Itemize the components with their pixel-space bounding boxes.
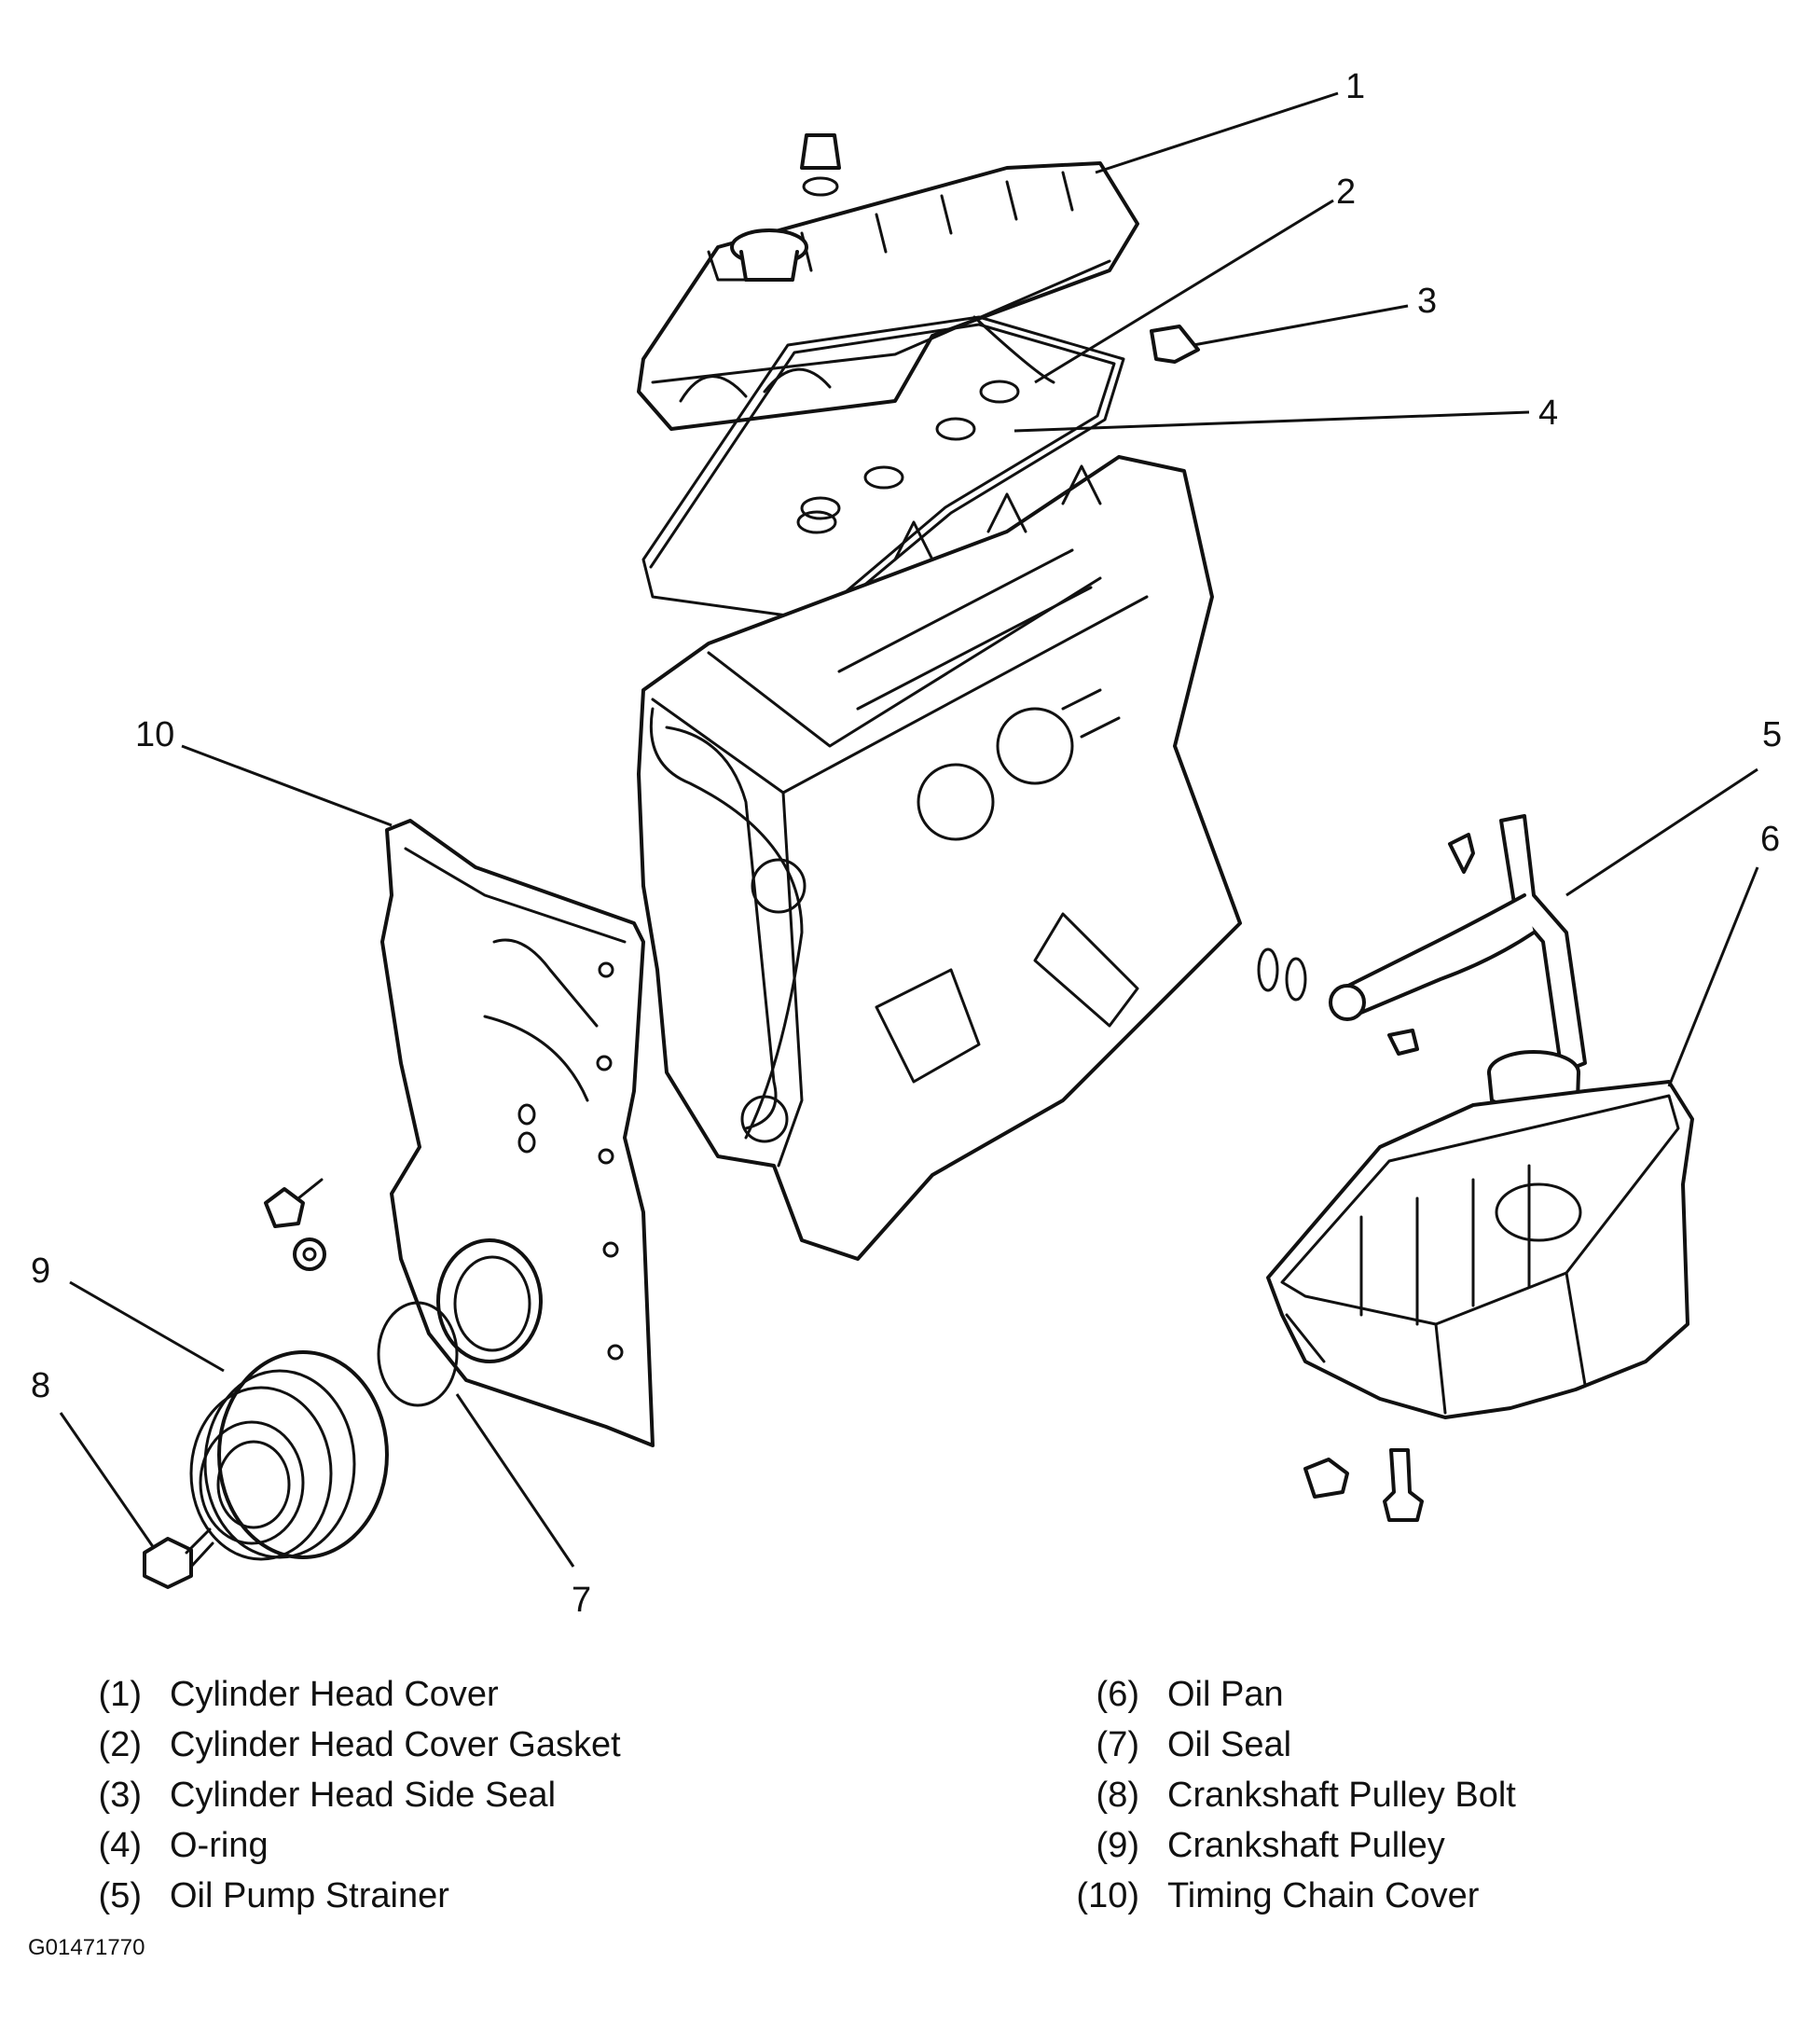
legend-number: (7) [1096,1724,1139,1764]
legend-item: (9) Crankshaft Pulley [1054,1820,1516,1871]
legend-item: (7) Oil Seal [1054,1720,1516,1770]
legend-number: (6) [1096,1674,1139,1714]
crankshaft-pulley-bolt [143,1527,214,1589]
legend-label: Crankshaft Pulley [1167,1825,1445,1865]
legend-number: (8) [1096,1775,1139,1815]
legend-number: (2) [98,1724,142,1764]
legend-item: (5) Oil Pump Strainer [56,1871,621,1921]
legend-item: (6) Oil Pan [1054,1669,1516,1720]
legend-label: Oil Seal [1167,1724,1292,1764]
callout-1: 1 [1345,67,1365,106]
legend-column-left: (1) Cylinder Head Cover (2) Cylinder Hea… [56,1669,621,1921]
legend-label: Cylinder Head Cover Gasket [170,1724,621,1764]
oil-pan [1266,1080,1694,1419]
timing-chain-cover [380,819,655,1447]
legend-label: Cylinder Head Side Seal [170,1775,557,1815]
legend-number: (3) [98,1775,142,1815]
callout-6: 6 [1760,820,1780,859]
oil-seal [377,1301,459,1407]
legend-item: (2) Cylinder Head Cover Gasket [56,1720,621,1770]
leader-lines [59,91,1759,1568]
parts-legend: (1) Cylinder Head Cover (2) Cylinder Hea… [0,1669,1820,1915]
legend-column-right: (6) Oil Pan (7) Oil Seal (8) Crankshaft … [1054,1669,1516,1921]
legend-label: Cylinder Head Cover [170,1674,499,1714]
cylinder-head-cover-gasket [641,315,1125,622]
legend-number: (5) [98,1875,142,1915]
legend-item: (3) Cylinder Head Side Seal [56,1770,621,1820]
legend-label: O-ring [170,1825,269,1865]
crankshaft-pulley [189,1350,389,1561]
cylinder-head-side-seal [1150,325,1200,364]
legend-item: (1) Cylinder Head Cover [56,1669,621,1720]
legend-item: (8) Crankshaft Pulley Bolt [1054,1770,1516,1820]
oil-pump-strainer [1329,814,1587,1114]
callout-9: 9 [31,1251,50,1291]
legend-number: (1) [98,1674,142,1714]
strainer-o-rings [1257,947,1307,1002]
o-rings [796,380,1020,534]
legend-item: (10) Timing Chain Cover [1054,1871,1516,1921]
exploded-engine-diagram: 1 2 3 4 5 6 7 8 9 10 [31,67,1782,1620]
callout-7: 7 [572,1581,591,1620]
callout-3: 3 [1417,282,1437,321]
callout-4: 4 [1538,394,1558,433]
legend-label: Crankshaft Pulley Bolt [1167,1775,1516,1815]
legend-item: (4) O-ring [56,1820,621,1871]
drain-plug [1303,1448,1424,1522]
engine-block [637,455,1242,1261]
figure-id: G01471770 [28,1935,145,1960]
callout-numbers: 1 2 3 4 5 6 7 8 9 10 [31,67,1782,1620]
callout-10: 10 [135,715,174,754]
legend-label: Timing Chain Cover [1167,1875,1480,1915]
legend-number: (10) [1076,1875,1139,1915]
legend-label: Oil Pump Strainer [170,1875,449,1915]
callout-8: 8 [31,1366,50,1405]
bolts-left [264,1178,326,1271]
callout-2: 2 [1336,173,1356,212]
callout-5: 5 [1762,715,1782,754]
cylinder-head-cover [637,133,1139,431]
legend-number: (4) [98,1825,142,1865]
legend-number: (9) [1096,1825,1139,1865]
legend-label: Oil Pan [1167,1674,1284,1714]
